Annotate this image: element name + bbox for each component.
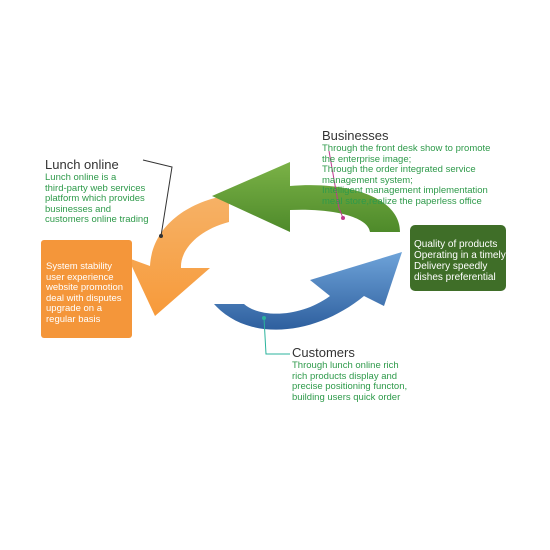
businesses-line: Intelligent management implementation xyxy=(322,185,488,196)
left-box-line: website promotion xyxy=(46,282,124,293)
customers-callout-line xyxy=(263,317,290,355)
right-box-line: Quality of products xyxy=(414,239,498,250)
left-box-line: System stability xyxy=(46,261,112,272)
businesses-title: Businesses xyxy=(322,128,389,143)
lunch-online-services-box: System stability user experience website… xyxy=(41,240,132,338)
lunch-online-callout-dot xyxy=(159,234,163,238)
right-box-line: dishes preferential xyxy=(414,272,496,283)
customers-line: rich products display and xyxy=(292,370,398,382)
lunch-online-line: third-party web services xyxy=(45,182,146,194)
left-box-line: regular basis xyxy=(46,313,101,325)
lunch-online-line: customers online trading xyxy=(45,214,149,225)
businesses-line: the enterprise image; xyxy=(322,153,412,165)
lunch-online-callout-line xyxy=(142,159,173,237)
customers-callout-dot xyxy=(262,316,266,320)
green-cycle-arrow xyxy=(212,162,400,232)
businesses-benefits-box: Quality of products Operating in a timel… xyxy=(410,225,506,291)
customers-line: building users quick order xyxy=(292,391,401,403)
orange-cycle-arrow xyxy=(128,195,229,316)
left-box-line: upgrade on a xyxy=(46,303,102,314)
lunch-online-line: businesses and xyxy=(45,203,112,215)
businesses-line: meal store,realize the paperless office xyxy=(322,195,482,207)
businesses-description: Through the front desk show to promote t… xyxy=(322,143,491,207)
businesses-callout-line xyxy=(328,150,344,219)
lunch-online-line: platform which provides xyxy=(45,193,145,204)
lunch-online-line: Lunch online is a xyxy=(45,172,117,183)
left-box-line: user experience xyxy=(46,271,114,283)
right-box-line: Delivery speedly xyxy=(414,261,488,272)
customers-line: precise positioning functon, xyxy=(292,381,408,392)
lunch-online-title: Lunch online xyxy=(45,157,119,172)
lunch-online-description: Lunch online is a third-party web servic… xyxy=(45,172,149,226)
businesses-line: Through the order integrated service xyxy=(322,164,476,175)
businesses-line: Through the front desk show to promote xyxy=(322,143,491,154)
businesses-line: management system; xyxy=(322,174,413,186)
customers-line: Through lunch online rich xyxy=(292,360,399,371)
customers-title: Customers xyxy=(292,345,355,360)
businesses-callout-dot xyxy=(341,216,345,220)
right-box-line: Operating in a timely xyxy=(414,250,506,261)
blue-cycle-arrow xyxy=(214,252,402,330)
left-box-line: deal with disputes xyxy=(46,292,122,304)
customers-description: Through lunch online rich rich products … xyxy=(292,360,408,403)
